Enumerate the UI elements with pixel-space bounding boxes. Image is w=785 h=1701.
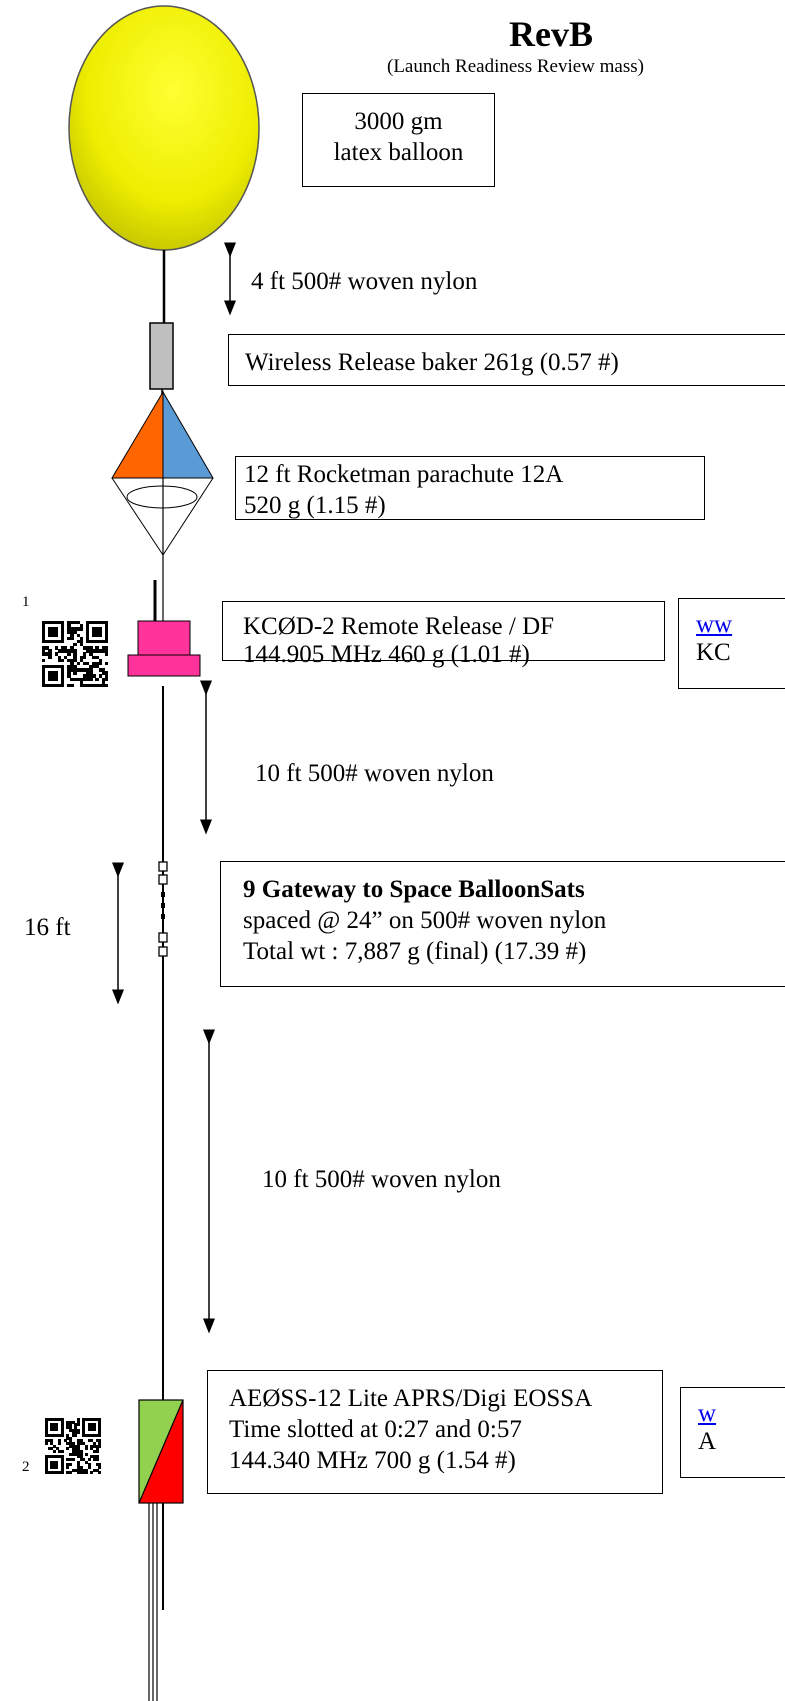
tether-top-label: 4 ft 500# woven nylon xyxy=(251,268,478,295)
balloonsats-weight: Total wt : 7,887 g (final) (17.39 #) xyxy=(243,938,587,965)
qr-number-1: 1 xyxy=(22,594,30,610)
page-subtitle: (Launch Readiness Review mass) xyxy=(387,56,644,77)
page-title: RevB xyxy=(509,14,593,54)
balloonsats-spacing: spaced @ 24” on 500# woven nylon xyxy=(243,907,607,934)
remote-release-link[interactable]: ww xyxy=(696,611,733,638)
balloon xyxy=(68,5,260,251)
balloonsats-label-box: 9 Gateway to Space BalloonSats spaced @ … xyxy=(220,861,785,987)
aprs-callsign: A xyxy=(698,1428,717,1455)
parachute-desc: 12 ft Rocketman parachute 12A xyxy=(244,461,564,488)
shroud-line xyxy=(111,477,164,556)
aprs-freq: 144.340 MHz 700 g (1.54 #) xyxy=(229,1447,516,1474)
parachute-left xyxy=(111,390,164,479)
qr-code-2 xyxy=(45,1418,102,1475)
balloon-label-box: 3000 gm latex balloon xyxy=(302,93,495,187)
parachute-ring xyxy=(126,485,198,509)
remote-release-freq: 144.905 MHz 460 g (1.01 #) xyxy=(243,641,530,668)
parachute-mass: 520 g (1.15 #) xyxy=(244,492,386,519)
remote-release-desc: KCØD-2 Remote Release / DF xyxy=(243,613,555,640)
span-label: 16 ft xyxy=(24,914,71,941)
balloon-size: 3000 gm xyxy=(354,108,443,135)
remote-release-link-box: ww KC xyxy=(678,598,785,689)
remote-release-callsign: KC xyxy=(696,639,731,666)
tether-mid-label: 10 ft 500# woven nylon xyxy=(255,760,494,787)
aprs-schedule: Time slotted at 0:27 and 0:57 xyxy=(229,1416,522,1443)
wireless-release xyxy=(149,322,174,390)
remote-release-base xyxy=(127,654,201,677)
balloonsat-dots xyxy=(161,892,165,919)
shroud-line xyxy=(162,477,214,556)
balloon-type: latex balloon xyxy=(333,139,464,166)
aprs-link[interactable]: w xyxy=(698,1400,717,1427)
parachute-right xyxy=(162,390,214,479)
balloonsats-title: 9 Gateway to Space BalloonSats xyxy=(243,876,585,903)
balloonsat-connectors xyxy=(158,861,168,957)
remote-release-top xyxy=(137,620,191,656)
remote-release-label-box: KCØD-2 Remote Release / DF 144.905 MHz 4… xyxy=(222,601,665,668)
parachute-label-box: 12 ft Rocketman parachute 12A 520 g (1.1… xyxy=(235,456,705,520)
qr-code-1 xyxy=(42,621,109,688)
aprs-link-box: w A xyxy=(680,1387,785,1478)
release-desc: Wireless Release baker 261g (0.57 #) xyxy=(245,349,619,376)
aprs-desc: AEØSS-12 Lite APRS/Digi EOSSA xyxy=(229,1385,593,1412)
tether-low-label: 10 ft 500# woven nylon xyxy=(262,1166,501,1193)
qr-number-2: 2 xyxy=(22,1459,30,1475)
release-label-box: Wireless Release baker 261g (0.57 #) xyxy=(228,334,785,386)
aprs-label-box: AEØSS-12 Lite APRS/Digi EOSSA Time slott… xyxy=(207,1370,663,1494)
